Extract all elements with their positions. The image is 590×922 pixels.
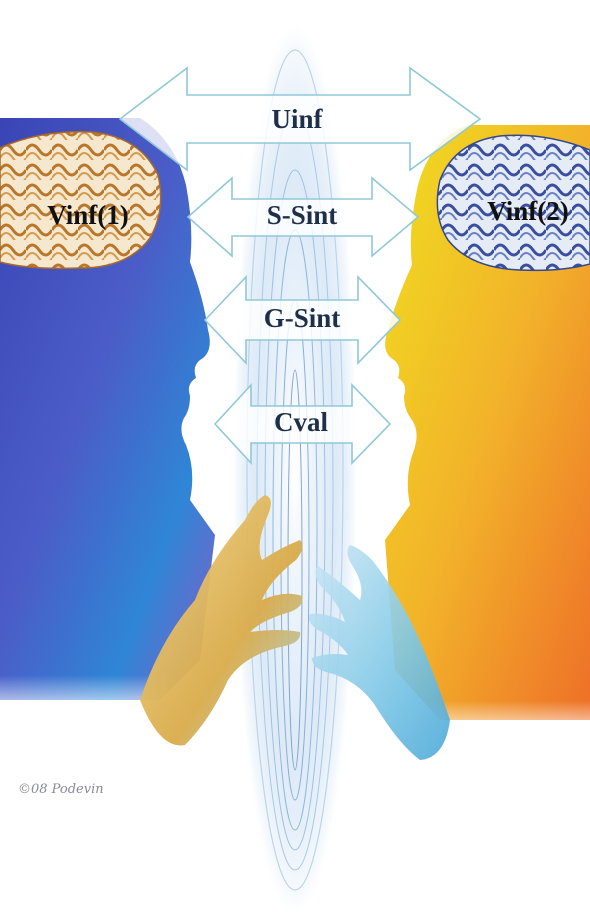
label-uinf: Uinf <box>271 104 322 135</box>
artist-signature: ©08 Podevin <box>18 782 104 797</box>
label-vinf-2: Vinf(2) <box>487 196 569 227</box>
label-g-sint: G-Sint <box>264 303 341 334</box>
label-s-sint: S-Sint <box>267 200 338 231</box>
energy-beam <box>233 25 357 915</box>
label-cval: Cval <box>274 407 328 438</box>
label-vinf-1: Vinf(1) <box>47 200 129 231</box>
